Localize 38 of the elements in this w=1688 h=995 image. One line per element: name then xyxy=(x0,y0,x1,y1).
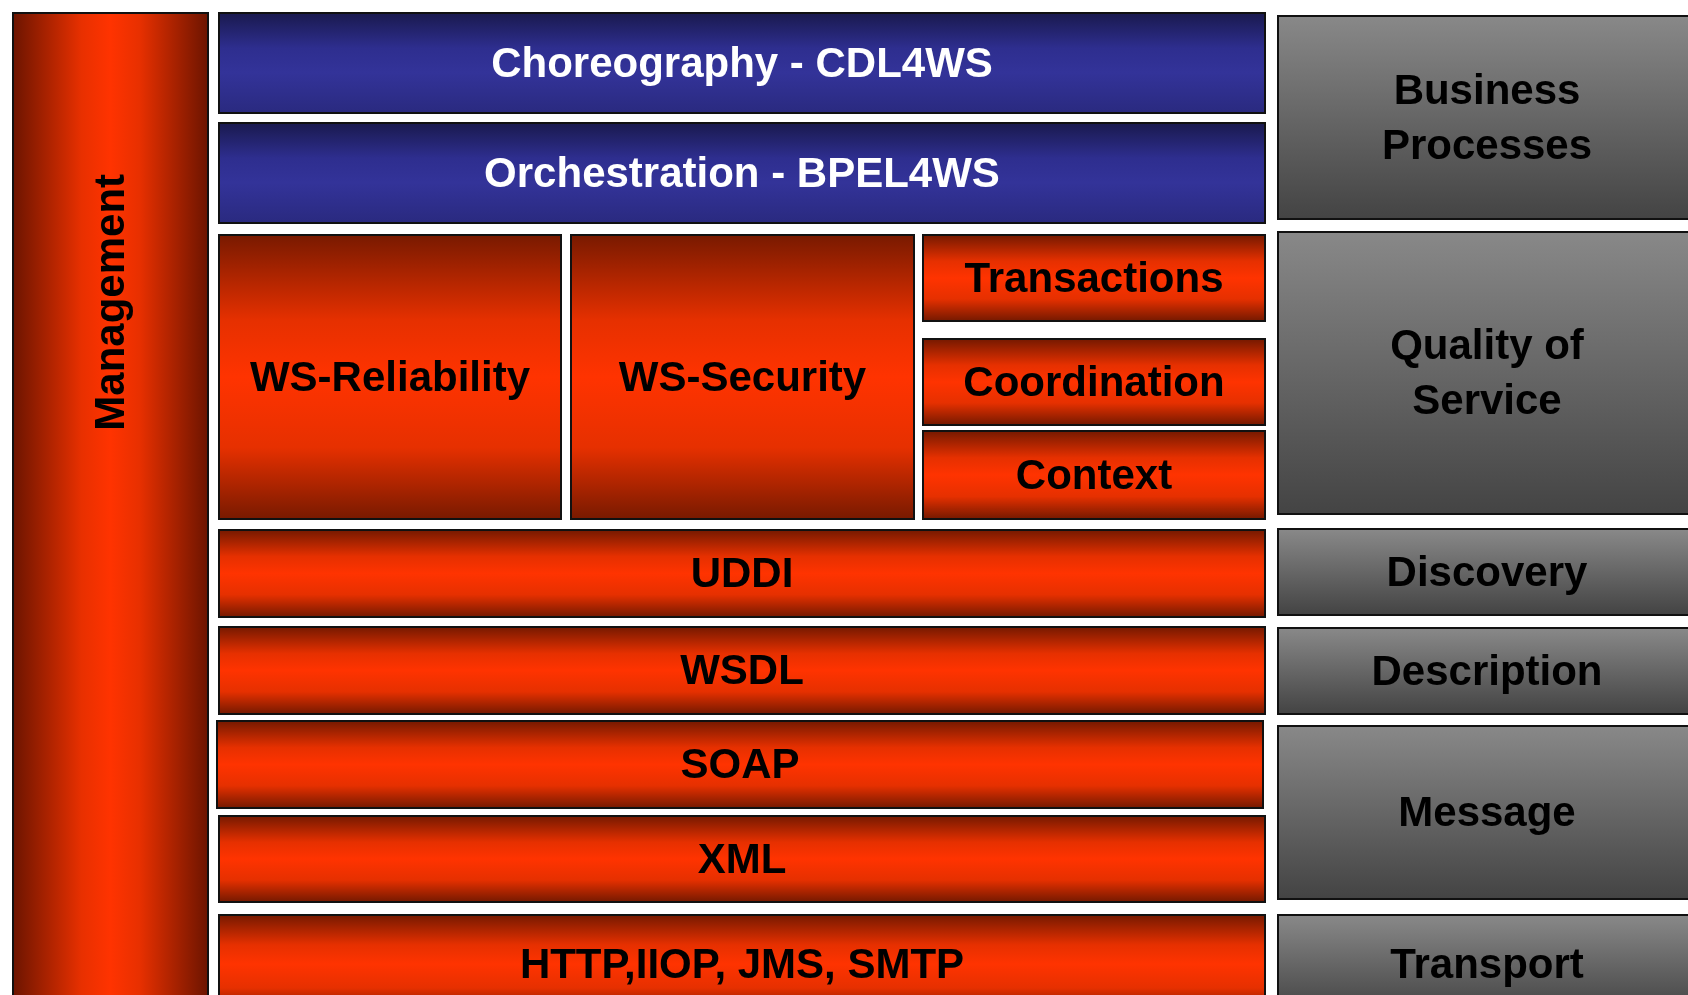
layer-label: UDDI xyxy=(690,548,794,599)
category-box xyxy=(1277,725,1688,900)
layer-label: XML xyxy=(697,833,787,884)
layer-box xyxy=(218,122,1266,224)
category-box xyxy=(1277,627,1688,715)
management-bar xyxy=(12,12,209,995)
layer-label: Context xyxy=(1015,449,1173,500)
layer-label: Choreography - CDL4WS xyxy=(491,37,993,88)
layer-box xyxy=(922,430,1266,520)
category-box xyxy=(1277,528,1688,616)
layer-box xyxy=(218,626,1266,715)
layer-label: SOAP xyxy=(680,739,800,790)
layer-label: WS-Security xyxy=(618,351,867,402)
layer-box xyxy=(218,12,1266,114)
layer-label: WS-Reliability xyxy=(249,351,530,402)
layer-label: HTTP,IIOP, JMS, SMTP xyxy=(519,938,965,989)
category-box xyxy=(1277,914,1688,995)
layer-label: WSDL xyxy=(680,645,804,696)
layer-box xyxy=(216,720,1264,809)
layer-box xyxy=(218,529,1266,618)
layer-label: Transport xyxy=(1389,938,1585,989)
layer-label: Transactions xyxy=(964,252,1224,303)
layer-label: Discovery xyxy=(1385,546,1589,597)
layer-label: Business Processes xyxy=(1380,64,1594,170)
layer-label: Orchestration - BPEL4WS xyxy=(484,147,1000,198)
layer-label: Management xyxy=(85,173,135,431)
layer-box xyxy=(922,338,1266,426)
layer-box xyxy=(218,815,1266,903)
category-box xyxy=(1277,231,1688,515)
layer-box xyxy=(922,234,1266,322)
layer-label: Quality of Service xyxy=(1389,320,1585,425)
layer-label: Description xyxy=(1370,645,1604,696)
layer-box xyxy=(218,234,562,520)
layer-box xyxy=(218,914,1266,995)
category-box xyxy=(1277,15,1688,220)
layer-label: Message xyxy=(1397,787,1577,838)
layer-box xyxy=(570,234,915,520)
layer-label: Coordination xyxy=(963,356,1225,407)
